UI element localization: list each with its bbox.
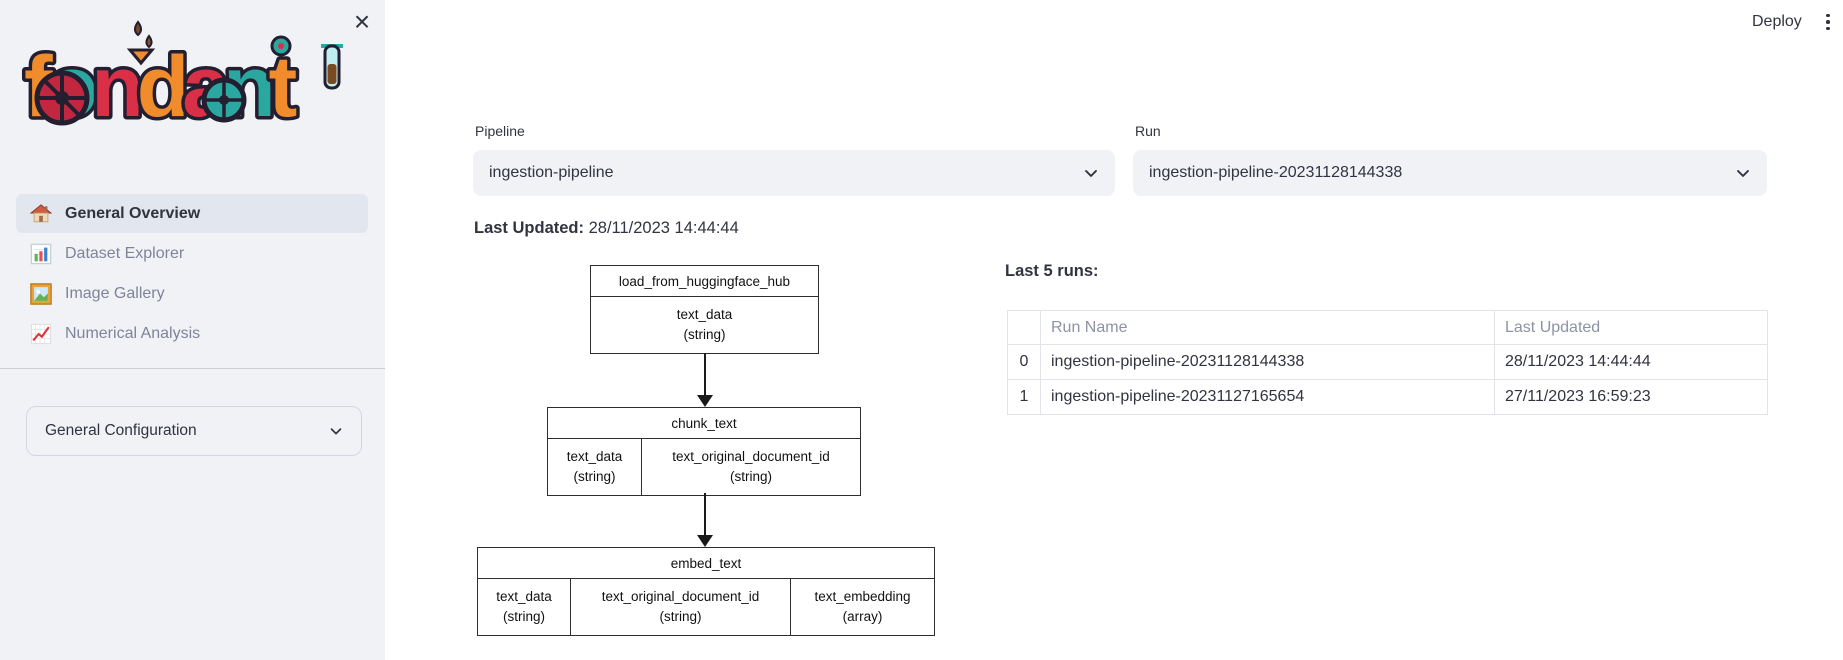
arrowhead-icon bbox=[697, 535, 713, 547]
sidebar-item-label: Numerical Analysis bbox=[65, 324, 201, 342]
general-configuration-expander[interactable]: General Configuration bbox=[26, 406, 362, 456]
diagram-node-load-from-huggingface-hub: load_from_huggingface_hub text_data (str… bbox=[590, 265, 819, 354]
row-last-updated: 27/11/2023 16:59:23 bbox=[1494, 379, 1768, 415]
runs-table: Run Name Last Updated 0 ingestion-pipeli… bbox=[1007, 310, 1768, 415]
kebab-icon bbox=[1826, 13, 1830, 18]
pipeline-select-value: ingestion-pipeline bbox=[489, 164, 614, 181]
sidebar: fondant × bbox=[0, 0, 385, 660]
diagram-edge bbox=[704, 353, 706, 397]
line-chart-icon bbox=[30, 323, 52, 344]
node-field: text_original_document_id (string) bbox=[571, 579, 791, 635]
sidebar-item-label: Image Gallery bbox=[65, 284, 165, 302]
fondant-logo: fondant bbox=[21, 20, 343, 134]
runs-heading: Last 5 runs: bbox=[1005, 262, 1099, 280]
row-index: 1 bbox=[1007, 379, 1041, 415]
sidebar-item-general-overview[interactable]: General Overview bbox=[16, 194, 368, 233]
logo-funnel-icon bbox=[126, 48, 156, 66]
table-row: 1 ingestion-pipeline-20231127165654 27/1… bbox=[1007, 379, 1768, 415]
deploy-button[interactable]: Deploy bbox=[1744, 6, 1810, 38]
sidebar-item-dataset-explorer[interactable]: Dataset Explorer bbox=[16, 234, 368, 273]
diagram-node-embed-text: embed_text text_data (string) text_origi… bbox=[477, 547, 935, 636]
logo-test-tube-icon bbox=[321, 44, 343, 90]
sidebar-item-numerical-analysis[interactable]: Numerical Analysis bbox=[16, 314, 368, 353]
chevron-down-icon bbox=[330, 428, 342, 435]
node-field: text_data (string) bbox=[478, 579, 571, 635]
table-header-row: Run Name Last Updated bbox=[1007, 310, 1768, 345]
row-last-updated: 28/11/2023 14:44:44 bbox=[1494, 344, 1768, 380]
last-updated-column-header: Last Updated bbox=[1494, 310, 1768, 345]
last-updated-label: Last Updated: bbox=[474, 219, 585, 237]
node-field: text_data (string) bbox=[548, 439, 642, 495]
node-title: embed_text bbox=[478, 548, 934, 579]
node-title: load_from_huggingface_hub bbox=[591, 266, 818, 297]
house-icon bbox=[30, 203, 52, 222]
index-column-header bbox=[1007, 310, 1041, 345]
run-name-column-header: Run Name bbox=[1040, 310, 1495, 345]
last-updated-text: Last Updated: 28/11/2023 14:44:44 bbox=[474, 219, 739, 238]
row-index: 0 bbox=[1007, 344, 1041, 380]
table-row: 0 ingestion-pipeline-20231128144338 28/1… bbox=[1007, 344, 1768, 380]
logo-droplet-icon bbox=[134, 20, 142, 37]
diagram-node-chunk-text: chunk_text text_data (string) text_origi… bbox=[547, 407, 861, 496]
row-run-name: ingestion-pipeline-20231128144338 bbox=[1040, 344, 1495, 380]
close-sidebar-button[interactable]: × bbox=[344, 4, 380, 40]
sidebar-divider bbox=[0, 368, 385, 369]
expander-label: General Configuration bbox=[45, 422, 197, 439]
bar-chart-icon bbox=[30, 243, 52, 264]
sidebar-item-label: General Overview bbox=[65, 204, 201, 222]
sidebar-item-image-gallery[interactable]: Image Gallery bbox=[16, 274, 368, 313]
row-run-name: ingestion-pipeline-20231127165654 bbox=[1040, 379, 1495, 415]
main-menu-button[interactable] bbox=[1814, 8, 1842, 36]
last-updated-value: 28/11/2023 14:44:44 bbox=[588, 219, 739, 237]
framed-picture-icon bbox=[30, 282, 52, 305]
node-title: chunk_text bbox=[548, 408, 860, 439]
arrowhead-icon bbox=[697, 395, 713, 407]
sidebar-nav: General Overview Dataset Explorer bbox=[16, 194, 368, 353]
pipeline-select[interactable]: ingestion-pipeline bbox=[473, 150, 1115, 196]
logo-wheel-icon bbox=[201, 77, 247, 123]
node-field: text_data (string) bbox=[676, 307, 733, 342]
run-select[interactable]: ingestion-pipeline-20231128144338 bbox=[1133, 150, 1767, 196]
sidebar-item-label: Dataset Explorer bbox=[65, 244, 185, 262]
logo-droplet-icon bbox=[145, 34, 153, 49]
pipeline-select-label: Pipeline bbox=[475, 123, 525, 139]
node-field: text_embedding (array) bbox=[814, 589, 911, 624]
node-field: text_original_document_id (string) bbox=[672, 449, 830, 484]
run-select-value: ingestion-pipeline-20231128144338 bbox=[1149, 164, 1403, 181]
run-select-label: Run bbox=[1135, 123, 1161, 139]
logo-valve-wheel-icon bbox=[34, 70, 90, 126]
chevron-down-icon bbox=[1737, 170, 1749, 177]
chevron-down-icon bbox=[1085, 170, 1097, 177]
diagram-edge bbox=[704, 493, 706, 537]
